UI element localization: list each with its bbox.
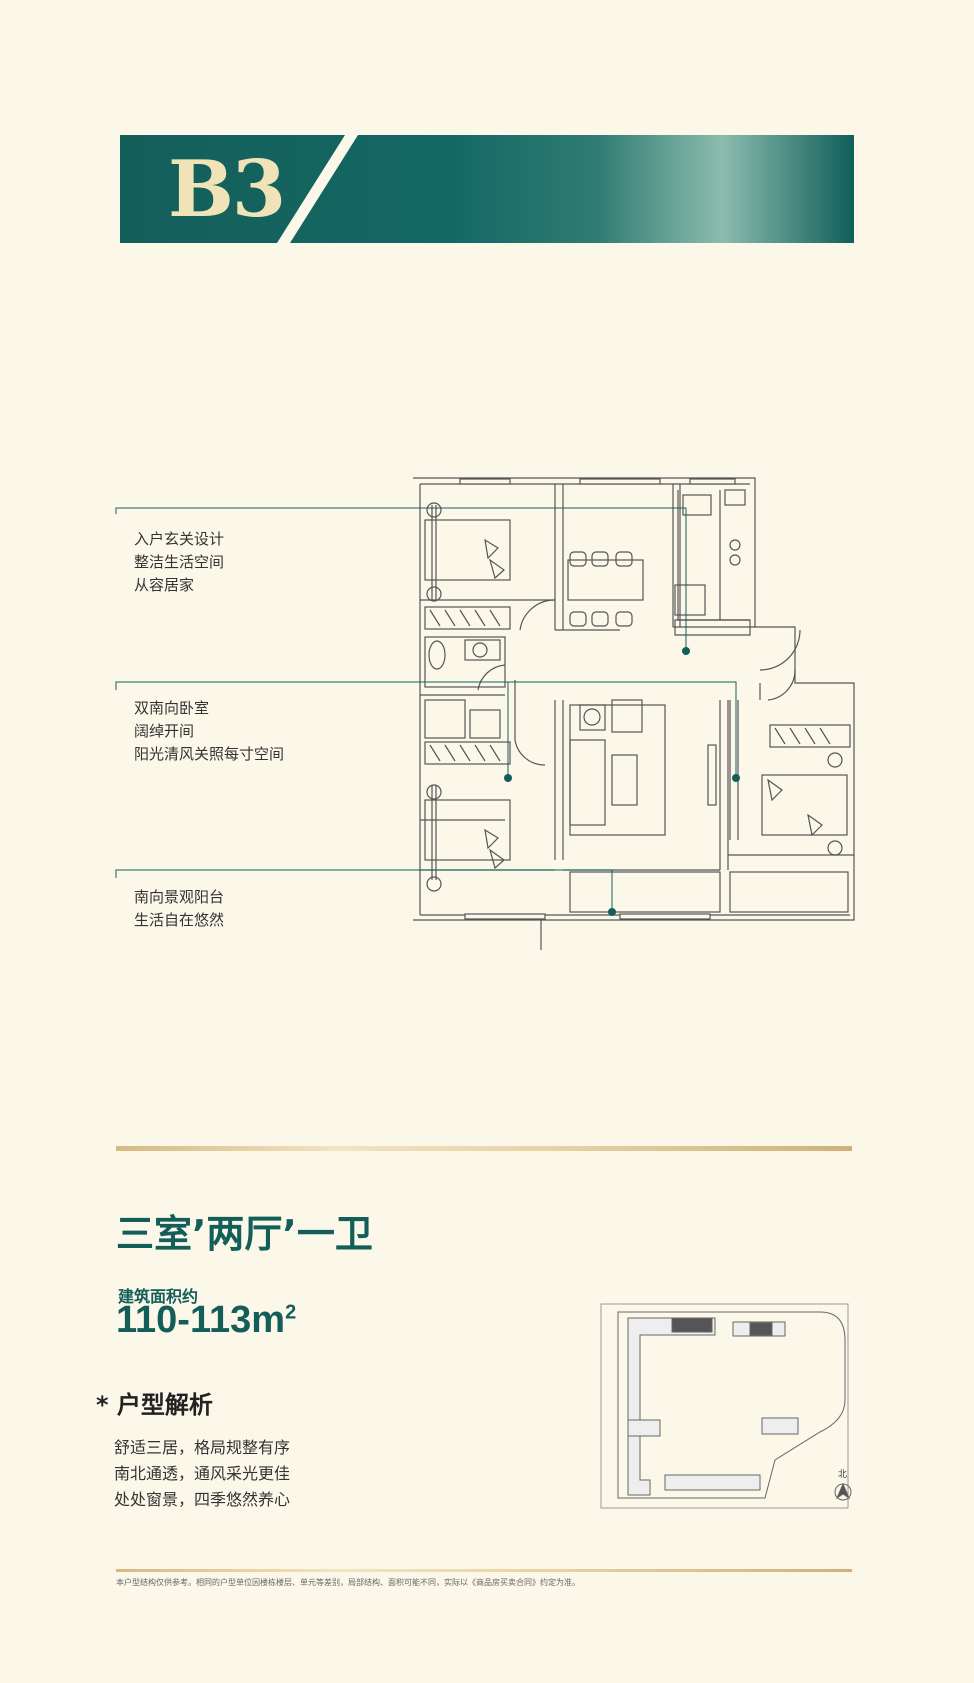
analysis-title: 户型解析 [116,1391,213,1419]
callout-bedrooms: 双南向卧室 阔绰开间 阳光清风关照每寸空间 [134,697,284,766]
analysis-heading: * 户型解析 [96,1385,213,1420]
callout-line: 阳光清风关照每寸空间 [134,745,285,763]
footer-divider [116,1569,852,1572]
callout-line: 从容居家 [134,576,195,594]
callout-line: 生活自在悠然 [134,911,225,929]
area-label: 建筑面积约 [118,1287,199,1306]
gold-divider [116,1146,852,1151]
analysis-line: 舒适三居，格局规整有序 [114,1438,291,1457]
layout-title: 三室’两厅’一卫 [116,1212,373,1256]
callout-line: 入户玄关设计 [134,530,225,548]
callout-line: 双南向卧室 [134,699,210,717]
area-unit-sup: 2 [285,1301,297,1324]
callout-line: 整洁生活空间 [134,553,225,571]
callout-line: 阔绰开间 [134,722,195,740]
callout-balcony: 南向景观阳台 生活自在悠然 [134,886,224,932]
north-label: 北 [838,1470,848,1480]
star-marker: * [96,1391,109,1419]
callout-line: 南向景观阳台 [134,888,225,906]
analysis-list: 舒适三居，格局规整有序 南北通透，通风采光更佳 处处窗景，四季悠然养心 [114,1435,290,1513]
unit-code: B3 [168,144,286,235]
analysis-line: 南北通透，通风采光更佳 [114,1464,291,1483]
analysis-line: 处处窗景，四季悠然养心 [114,1490,291,1509]
area-number: 110-113m [116,1299,286,1341]
floor-plan [115,477,855,950]
disclaimer: 本户型结构仅供参考。相同的户型单位因楼栋楼层、单元等差别，局部结构、面积可能不同… [116,1578,580,1587]
header-banner [120,135,854,243]
banner-slash [277,135,358,243]
area-value: 110-113m2 [116,1299,296,1342]
callout-entry: 入户玄关设计 整洁生活空间 从容居家 [134,528,224,597]
